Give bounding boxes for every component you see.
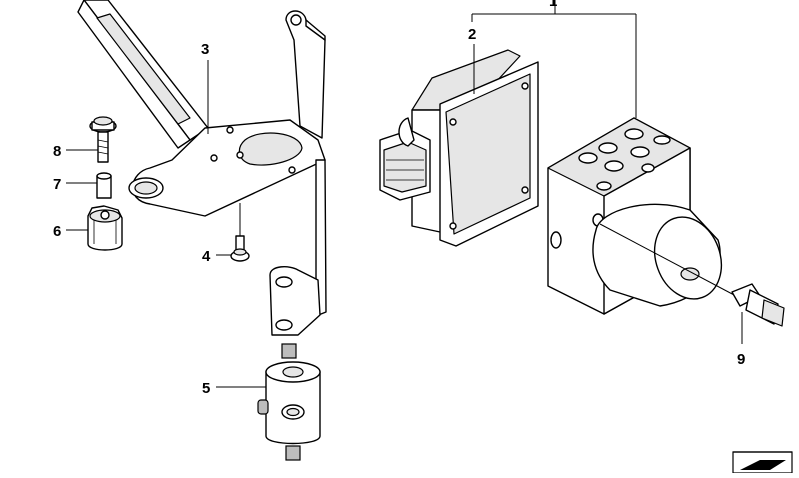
control-unit [379, 49, 539, 247]
callout-3: 3 [201, 41, 209, 58]
callout-2: 2 [468, 26, 476, 43]
hydraulic-unit [547, 117, 737, 315]
screw [230, 203, 250, 262]
callout-8: 8 [53, 143, 61, 160]
leader-lines [66, 0, 637, 388]
spacer-sleeve [96, 172, 112, 199]
callout-7: 7 [53, 176, 61, 193]
callout-6: 6 [53, 223, 61, 240]
rubber-mount [87, 205, 123, 251]
rubber-mount-large [257, 343, 321, 461]
callout-1: 1 [549, 0, 557, 10]
callout-9: 9 [737, 351, 745, 368]
mounting-bracket [77, 0, 327, 336]
callout-4: 4 [202, 248, 211, 265]
bolt [89, 116, 117, 163]
callout-5: 5 [202, 380, 210, 397]
callout-labels: 1 2 3 4 5 6 7 8 9 [53, 0, 745, 397]
corner-symbol-icon [732, 451, 793, 474]
sensor [731, 283, 785, 344]
